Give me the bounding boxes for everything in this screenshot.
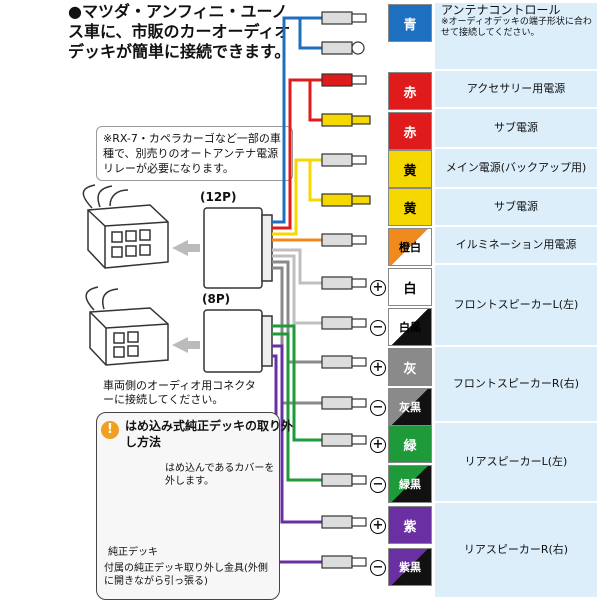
- arrow-left-icon: [172, 240, 200, 353]
- color-badge: 青: [388, 4, 432, 42]
- color-badge: 橙白: [388, 228, 432, 266]
- vehicle-side-note: 車両側のオーディオ用コネクターに接続してください。: [103, 379, 256, 406]
- terminal: [321, 355, 367, 369]
- warning-icon: !: [101, 421, 119, 439]
- connector-12p-label: (12P): [200, 190, 237, 204]
- legend-sub-power-yellow: サブ電源: [434, 188, 598, 226]
- legend-label: フロントスピーカーL(左): [453, 298, 579, 311]
- legend-label: メイン電源(バックアップ用): [445, 161, 587, 174]
- color-badge: 紫黒: [388, 548, 432, 586]
- connector-8p-label: (8P): [202, 292, 231, 306]
- harness-connector-8p: [203, 309, 273, 373]
- terminal: [321, 73, 367, 87]
- heading: ●マツダ・アンフィニ・ユーノス車に、市販のカーオーディオデッキが簡単に接続できま…: [68, 2, 291, 61]
- legend-label: イルミネーション用電源: [455, 238, 577, 251]
- color-badge: 赤: [388, 112, 432, 150]
- legend-illumination-power: イルミネーション用電源: [434, 226, 598, 264]
- terminal: [321, 193, 371, 207]
- terminal: [321, 473, 367, 487]
- legend-label: アンテナコントロール: [441, 3, 561, 17]
- rx7-note: ※RX-7・カペラカーゴなど一部の車種で、別売りのオートアンテナ電源リレーが必要…: [96, 126, 293, 181]
- plus-icon: +: [370, 280, 386, 296]
- terminal: [321, 153, 367, 167]
- terminal: [321, 316, 367, 330]
- legend-label: アクセサリー用電源: [466, 82, 566, 95]
- terminal: [321, 41, 365, 55]
- color-badge: 灰黒: [388, 388, 432, 426]
- legend-label: リアスピーカーR(右): [463, 543, 569, 556]
- terminal: [321, 113, 371, 127]
- color-badge: 赤: [388, 72, 432, 110]
- inset-title: はめ込み式純正デッキの取り外し方法: [125, 419, 294, 449]
- color-badge: 緑: [388, 425, 432, 463]
- color-badge: 白黒: [388, 308, 432, 346]
- legend-sub-power-red: サブ電源: [434, 108, 598, 148]
- vehicle-connector-12p: [82, 184, 169, 269]
- legend-label: サブ電源: [494, 200, 538, 213]
- harness-connector-12p: [203, 207, 273, 289]
- terminal: [321, 396, 367, 410]
- legend-front-speaker-l: フロントスピーカーL(左): [434, 264, 598, 346]
- terminal: [321, 433, 367, 447]
- color-badge: 紫: [388, 506, 432, 544]
- minus-icon: −: [370, 560, 386, 576]
- inset-caption-cover: はめ込んであるカバーを外します。: [165, 463, 275, 487]
- legend-rear-speaker-l: リアスピーカーL(左): [434, 422, 598, 502]
- minus-icon: −: [370, 320, 386, 336]
- legend-main-power: メイン電源(バックアップ用): [434, 148, 598, 188]
- terminal: [321, 515, 367, 529]
- color-badge: 灰: [388, 348, 432, 386]
- legend-note: ※オーディオデッキの端子形状に合わせて接続してください。: [441, 17, 592, 38]
- inset-caption-deck: 純正デッキ: [108, 547, 158, 558]
- legend-rear-speaker-r: リアスピーカーR(右): [434, 502, 598, 598]
- terminals: [321, 11, 371, 569]
- removal-inset: [96, 412, 280, 600]
- color-badge: 白: [388, 268, 432, 306]
- terminal: [321, 233, 367, 247]
- legend-accessory-power: アクセサリー用電源: [434, 70, 598, 108]
- terminal: [321, 276, 367, 290]
- legend-label: サブ電源: [494, 121, 538, 134]
- legend-antenna-control: アンテナコントロール ※オーディオデッキの端子形状に合わせて接続してください。: [434, 2, 598, 70]
- legend-front-speaker-r: フロントスピーカーR(右): [434, 346, 598, 422]
- legend-label: リアスピーカーL(左): [464, 455, 568, 468]
- minus-icon: −: [370, 477, 386, 493]
- terminal: [321, 555, 367, 569]
- plus-icon: +: [370, 437, 386, 453]
- inset-caption-bracket: 付属の純正デッキ取り外し金具(外側に開きながら引っ張る): [104, 563, 268, 587]
- minus-icon: −: [370, 400, 386, 416]
- color-badge: 黄: [388, 150, 432, 188]
- plus-icon: +: [370, 360, 386, 376]
- color-badge: 黄: [388, 188, 432, 226]
- vehicle-connector-8p: [85, 286, 169, 366]
- color-badge: 緑黒: [388, 465, 432, 503]
- terminal: [321, 11, 367, 25]
- plus-icon: +: [370, 518, 386, 534]
- legend-label: フロントスピーカーR(右): [452, 377, 580, 390]
